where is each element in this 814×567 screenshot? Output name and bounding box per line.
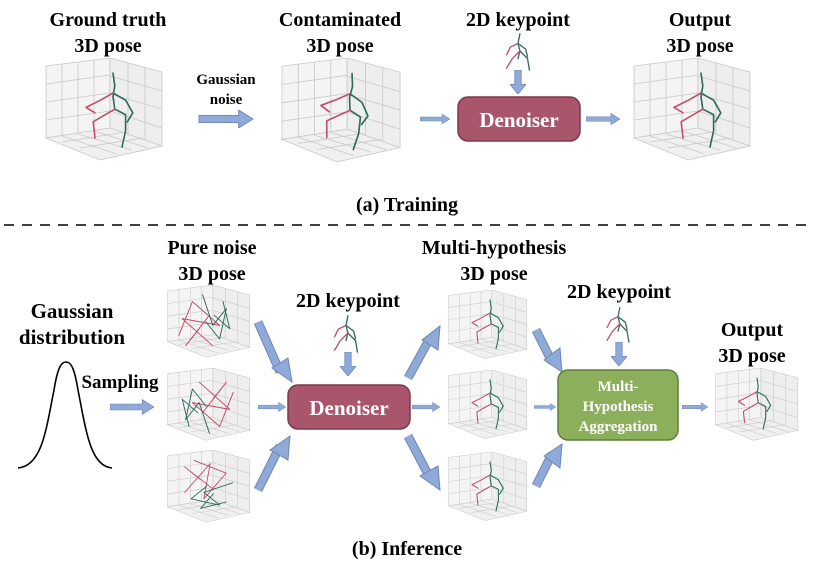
ground-truth-pose-plot	[45, 58, 163, 161]
gt-label-line2: 3D pose	[74, 35, 141, 57]
aggregation-label-line2: Hypothesis	[583, 399, 654, 415]
contaminated-label-line1: Contaminated	[279, 9, 401, 31]
pure-noise-pose-3	[167, 450, 251, 523]
pure-noise-pose-1	[167, 285, 251, 358]
gaussian-curve	[17, 361, 113, 469]
gt-label-line1: Ground truth	[50, 9, 167, 31]
contaminated-label-line2: 3D pose	[306, 35, 373, 57]
denoiser-box-infer: Denoiser	[287, 384, 411, 430]
hypothesis-pose-2	[448, 370, 527, 439]
pure-noise-label-line1: Pure noise	[167, 237, 256, 259]
aggregation-label-line3: Aggregation	[579, 419, 659, 435]
aggregation-label-line1: Multi-	[598, 379, 639, 395]
hypothesis-pose-3	[448, 452, 527, 521]
keypoint-figure-train	[505, 33, 531, 71]
arrow-to-denoiser-train	[420, 113, 450, 125]
arrows-hypotheses-to-aggregation	[531, 327, 563, 489]
noise-label-line2: noise	[210, 92, 243, 108]
arrow-sampling	[110, 399, 154, 415]
aggregation-box: Multi- Hypothesis Aggregation	[557, 369, 679, 441]
keypoint-figure-infer	[333, 315, 359, 353]
caption-inference: (b) Inference	[352, 538, 462, 560]
keypoint-label-train: 2D keypoint	[466, 9, 570, 31]
keypoint-label-infer: 2D keypoint	[296, 290, 400, 312]
keypoint-label-infer-2: 2D keypoint	[567, 281, 671, 303]
hypothesis-pose-1	[448, 290, 527, 359]
noise-label-line1: Gaussian	[196, 72, 256, 88]
arrow-to-output-train	[586, 112, 620, 126]
keypoint-figure-infer-2	[606, 306, 630, 343]
distribution-label-line1: Gaussian	[31, 299, 114, 323]
multi-label-line2: 3D pose	[460, 263, 527, 285]
output-pose-plot-infer	[715, 368, 799, 441]
caption-training: (a) Training	[356, 194, 458, 216]
output-label-train-line1: Output	[669, 9, 732, 31]
output-label-infer-line1: Output	[721, 319, 784, 341]
output-label-infer-line2: 3D pose	[718, 345, 785, 367]
arrow-keypoint-down-infer-2	[611, 342, 627, 366]
arrows-noise-to-denoiser	[253, 320, 293, 493]
contaminated-pose-plot	[281, 58, 401, 163]
pure-noise-pose-2	[167, 368, 251, 441]
arrow-keypoint-down-infer	[340, 352, 356, 376]
output-label-train-line2: 3D pose	[666, 35, 733, 57]
denoiser-box-train: Denoiser	[457, 96, 581, 142]
pure-noise-label-line2: 3D pose	[178, 263, 245, 285]
distribution-label-line2: distribution	[19, 325, 126, 349]
sampling-label: Sampling	[81, 372, 159, 393]
denoiser-label-train: Denoiser	[479, 108, 558, 132]
arrow-to-output-infer	[682, 402, 708, 412]
arrows-denoiser-to-hypotheses	[404, 324, 441, 492]
arrow-noise	[198, 110, 254, 128]
multi-label-line1: Multi-hypothesis	[422, 237, 567, 259]
denoiser-label-infer: Denoiser	[309, 396, 388, 420]
output-pose-plot-train	[633, 58, 751, 161]
arrow-keypoint-down-train	[510, 70, 526, 94]
